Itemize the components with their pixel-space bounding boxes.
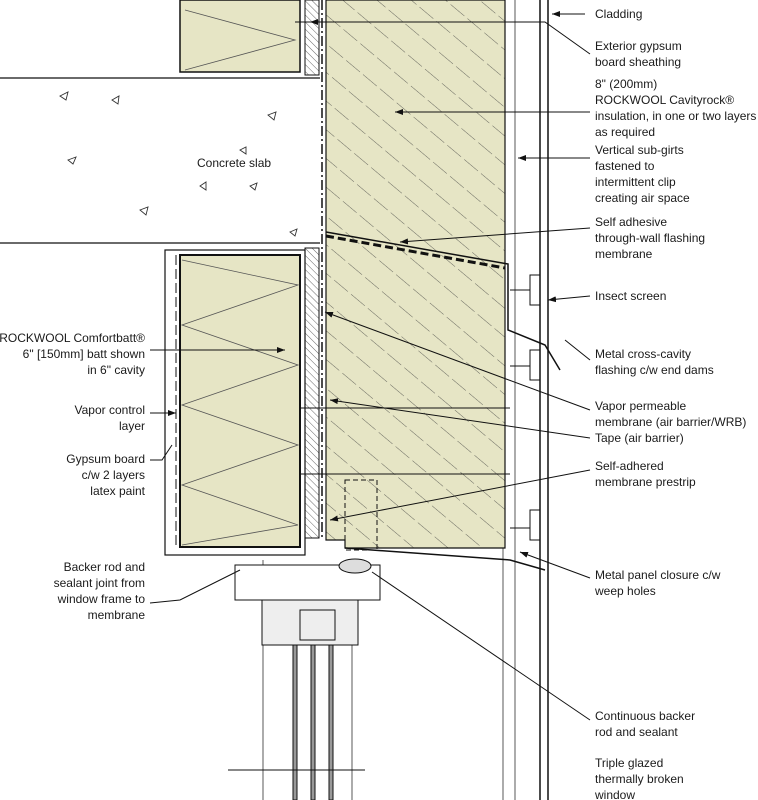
label-exterior-gypsum: Exterior gypsum board sheathing <box>595 39 682 69</box>
label-backer-rod: Backer rod and sealant joint from window… <box>53 560 145 622</box>
label-comfortbatt: ROCKWOOL Comfortbatt® 6" [150mm] batt sh… <box>0 331 145 377</box>
label-vapor-permeable: Vapor permeable membrane (air barrier/WR… <box>595 399 747 429</box>
panel-closure <box>344 547 546 571</box>
through-wall-flashing <box>325 234 506 270</box>
label-metal-flashing: Metal cross-cavity flashing c/w end dams <box>595 347 714 377</box>
label-cladding: Cladding <box>595 7 643 21</box>
leader-lines <box>149 11 591 721</box>
concrete-slab <box>0 77 320 244</box>
label-sub-girts: Vertical sub-girts fastened to intermitt… <box>595 143 690 205</box>
label-triple-glazed: Triple glazed thermally broken window <box>595 756 684 800</box>
label-insect-screen: Insect screen <box>595 289 667 303</box>
label-prestrip: Self-adhered membrane prestrip <box>595 459 696 489</box>
cavityrock-insulation <box>325 0 506 549</box>
label-panel-closure: Metal panel closure c/w weep holes <box>595 568 721 598</box>
label-cavityrock: 8" (200mm) ROCKWOOL Cavityrock® insulati… <box>595 77 757 139</box>
lower-stud-insulation <box>164 249 306 556</box>
label-backer-sealant: Continuous backer rod and sealant <box>595 709 696 739</box>
window-frame <box>234 558 381 800</box>
label-vapor-control: Vapor control layer <box>74 403 145 433</box>
concrete-slab-label: Concrete slab <box>197 156 272 170</box>
upper-stud-insulation <box>179 0 301 73</box>
membrane-prestrip <box>344 479 378 551</box>
label-tape: Tape (air barrier) <box>595 431 684 445</box>
label-gypsum-board: Gypsum board c/w 2 layers latex paint <box>66 452 145 498</box>
exterior-sheathing-lower <box>304 247 320 539</box>
metal-flashing <box>325 231 561 371</box>
exterior-sheathing-upper <box>304 0 320 76</box>
label-flashing-membrane: Self adhesive through-wall flashing memb… <box>595 215 706 261</box>
